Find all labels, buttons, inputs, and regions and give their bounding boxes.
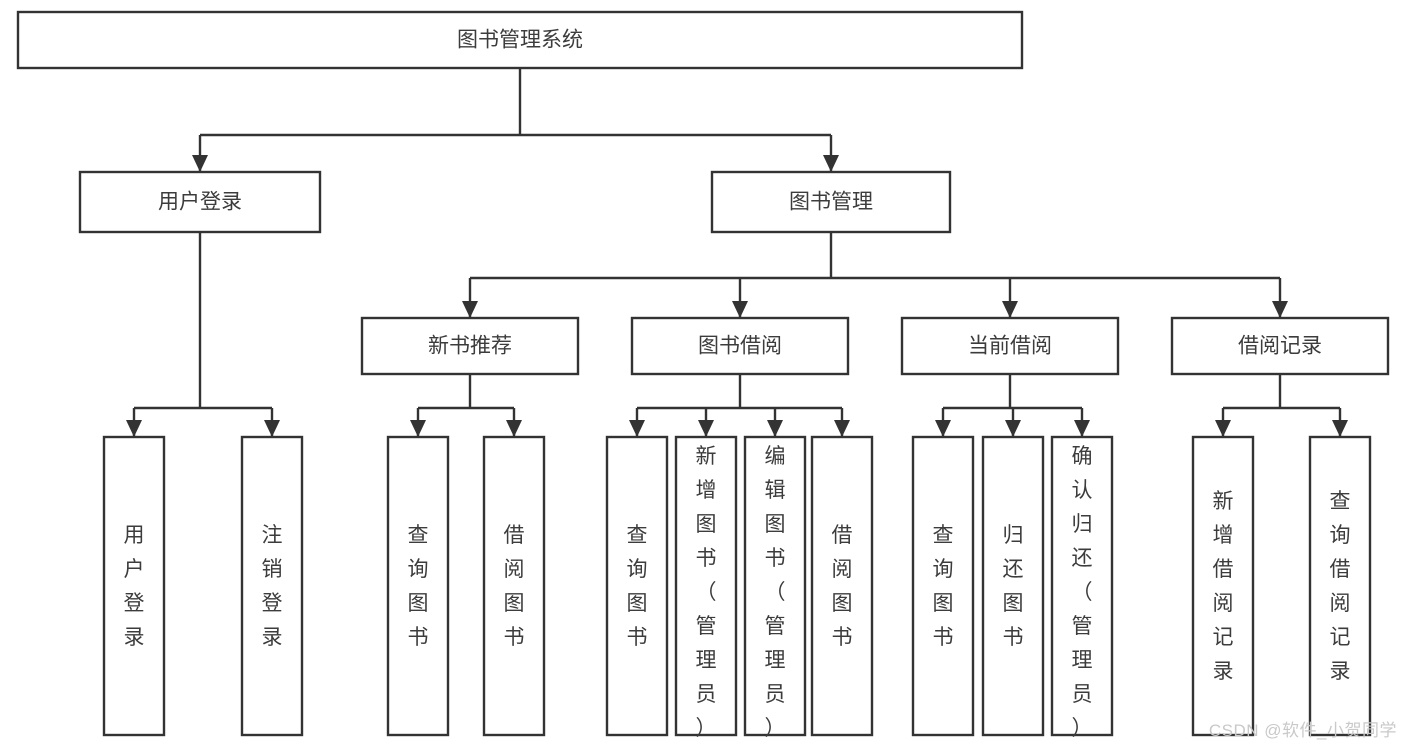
- node-book-management[interactable]: 图书管理: [710, 170, 952, 234]
- node-label: 编辑图书（管理员）: [765, 445, 786, 740]
- arrow-head-icon: [732, 301, 748, 318]
- connector-book-management: [462, 232, 1288, 318]
- node-label: 图书管理系统: [457, 29, 583, 52]
- node-label: 查询图书: [408, 524, 429, 649]
- arrow-head-icon: [1215, 420, 1231, 437]
- arrow-head-icon: [823, 155, 839, 172]
- node-user-login[interactable]: 用户登录: [78, 170, 322, 234]
- arrow-head-icon: [767, 420, 783, 437]
- node-label: 新增借阅记录: [1213, 490, 1234, 683]
- node-box[interactable]: [78, 170, 322, 234]
- node-label: 新书推荐: [428, 335, 512, 358]
- node-current-borrow[interactable]: 当前借阅: [900, 316, 1120, 376]
- node-box[interactable]: [16, 10, 1024, 70]
- node-label: 新增图书（管理员）: [696, 445, 717, 740]
- node-label: 图书管理: [789, 191, 873, 214]
- node-leaf-query-book-2[interactable]: 查询图书: [605, 435, 669, 737]
- node-label: 查询借阅记录: [1330, 490, 1351, 683]
- node-leaf-borrow-book-2[interactable]: 借阅图书: [810, 435, 874, 737]
- arrow-head-icon: [698, 420, 714, 437]
- node-leaf-logout-login[interactable]: 注销登录: [240, 435, 304, 737]
- arrow-head-icon: [462, 301, 478, 318]
- node-label: 确认归还（管理员）: [1072, 445, 1093, 740]
- arrow-head-icon: [126, 420, 142, 437]
- node-label: 用户登录: [124, 524, 145, 649]
- node-leaf-borrow-book-1[interactable]: 借阅图书: [482, 435, 546, 737]
- arrow-head-icon: [506, 420, 522, 437]
- node-label: 借阅图书: [504, 524, 525, 649]
- node-box[interactable]: [102, 435, 166, 737]
- node-label: 借阅图书: [832, 524, 853, 649]
- connector-root: [192, 68, 839, 172]
- node-box[interactable]: [605, 435, 669, 737]
- node-box[interactable]: [810, 435, 874, 737]
- node-leaf-add-borrow-record[interactable]: 新增借阅记录: [1191, 435, 1255, 737]
- arrow-head-icon: [1074, 420, 1090, 437]
- node-box[interactable]: [1191, 435, 1255, 737]
- node-new-book-recommend[interactable]: 新书推荐: [360, 316, 580, 376]
- arrow-head-icon: [410, 420, 426, 437]
- arrow-head-icon: [1332, 420, 1348, 437]
- node-box[interactable]: [630, 316, 850, 376]
- connector-book-borrow: [629, 374, 850, 437]
- node-box[interactable]: [900, 316, 1120, 376]
- node-box[interactable]: [743, 435, 807, 737]
- connector-borrow-record: [1215, 374, 1348, 437]
- node-box[interactable]: [482, 435, 546, 737]
- node-leaf-confirm-return[interactable]: 确认归还（管理员）: [1050, 435, 1114, 740]
- node-leaf-query-book-1[interactable]: 查询图书: [386, 435, 450, 737]
- node-label: 归还图书: [1003, 524, 1024, 649]
- arrow-head-icon: [1002, 301, 1018, 318]
- node-leaf-add-book[interactable]: 新增图书（管理员）: [674, 435, 738, 740]
- arrow-head-icon: [935, 420, 951, 437]
- node-box[interactable]: [1050, 435, 1114, 737]
- node-label: 图书借阅: [698, 335, 782, 358]
- node-label: 借阅记录: [1238, 335, 1322, 358]
- node-box[interactable]: [1170, 316, 1390, 376]
- node-root[interactable]: 图书管理系统: [16, 10, 1024, 70]
- arrow-head-icon: [629, 420, 645, 437]
- node-leaf-edit-book[interactable]: 编辑图书（管理员）: [743, 435, 807, 740]
- connector-layer: [126, 68, 1348, 437]
- node-label: 查询图书: [627, 524, 648, 649]
- node-label: 查询图书: [933, 524, 954, 649]
- node-book-borrow[interactable]: 图书借阅: [630, 316, 850, 376]
- arrow-head-icon: [192, 155, 208, 172]
- csdn-watermark: CSDN @软件_小贺同学: [1208, 721, 1397, 740]
- connector-current-borrow: [935, 374, 1090, 437]
- arrow-head-icon: [1272, 301, 1288, 318]
- node-leaf-query-book-3[interactable]: 查询图书: [911, 435, 975, 737]
- node-box[interactable]: [240, 435, 304, 737]
- connector-new-book-recommend: [410, 374, 522, 437]
- node-leaf-user-login[interactable]: 用户登录: [102, 435, 166, 737]
- node-layer: 图书管理系统用户登录图书管理新书推荐图书借阅当前借阅借阅记录用户登录注销登录查询…: [16, 10, 1390, 740]
- node-box[interactable]: [1308, 435, 1372, 737]
- node-box[interactable]: [674, 435, 738, 737]
- node-box[interactable]: [386, 435, 450, 737]
- node-box[interactable]: [981, 435, 1045, 737]
- arrow-head-icon: [834, 420, 850, 437]
- arrow-head-icon: [1005, 420, 1021, 437]
- node-label: 用户登录: [158, 191, 242, 214]
- node-label: 注销登录: [262, 524, 283, 649]
- node-borrow-record[interactable]: 借阅记录: [1170, 316, 1390, 376]
- connector-user-login: [126, 232, 280, 437]
- node-box[interactable]: [911, 435, 975, 737]
- node-box[interactable]: [360, 316, 580, 376]
- node-label: 当前借阅: [968, 335, 1052, 358]
- node-leaf-query-borrow-record[interactable]: 查询借阅记录: [1308, 435, 1372, 737]
- arrow-head-icon: [264, 420, 280, 437]
- node-leaf-return-book[interactable]: 归还图书: [981, 435, 1045, 737]
- node-box[interactable]: [710, 170, 952, 234]
